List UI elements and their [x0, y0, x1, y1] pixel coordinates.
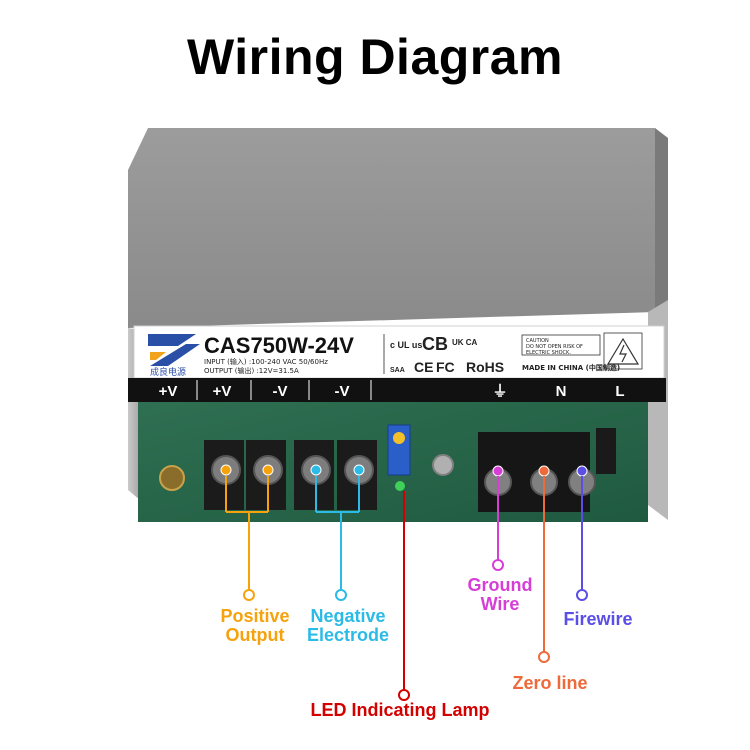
caution-line-2: ELECTRIC SHOCK.: [526, 350, 571, 356]
pcb-screw: [432, 454, 454, 476]
mounting-screw: [159, 465, 185, 491]
firewire-label: Firewire: [563, 609, 633, 629]
terminal-label-3: -V: [335, 383, 350, 400]
positive-output-label: Positive Output: [220, 606, 290, 645]
caution-title: CAUTION: [526, 338, 549, 344]
terminal-label-strip: [128, 378, 666, 402]
terminal-label-1: +V: [213, 383, 232, 400]
terminal-label-5: N: [556, 383, 567, 400]
terminal-labels: +V +V -V -V ⏚ N L: [159, 380, 625, 400]
dc-terminal-marker: [262, 464, 274, 476]
ce-mark: CE: [414, 359, 433, 375]
ac-terminal-marker: [576, 465, 588, 477]
led-lamp-label: LED Indicating Lamp: [310, 700, 490, 720]
ac-terminal-marker: [492, 465, 504, 477]
dc-terminal-marker: [353, 464, 365, 476]
model-number: CAS750W-24V: [204, 333, 354, 358]
ukca-mark: UK CA: [452, 338, 478, 347]
ac-terminal-marker: [538, 465, 550, 477]
caution-box: [521, 334, 601, 356]
ul-mark: c UL us: [390, 340, 422, 350]
ac-terminals: [484, 465, 596, 496]
fc-mark: FC: [436, 359, 455, 375]
connector-endpoint: [398, 689, 410, 701]
terminal-label-0: +V: [159, 383, 178, 400]
connector-lines: [225, 476, 588, 701]
negative-electrode-label: Negative Electrode: [306, 606, 390, 645]
ground-wire-label: Ground Wire: [467, 575, 533, 614]
connector-endpoint: [243, 589, 255, 601]
caution-line-1: DO NOT OPEN RISK OF: [526, 344, 583, 350]
terminal-label-2: -V: [273, 383, 288, 400]
rohs-mark: RoHS: [466, 359, 504, 375]
terminal-label-4: ⏚: [492, 383, 507, 400]
output-spec: OUTPUT (输出) :12V=31.5A: [204, 366, 299, 375]
case-right-side: [655, 128, 668, 312]
power-supply-unit: 成良电源 CAS750W-24V INPUT (输入) :100-240 VAC…: [128, 128, 668, 522]
made-in: MADE IN CHINA (中国制造): [522, 363, 620, 372]
fuse-holder: [596, 428, 616, 474]
saa-mark: SAA: [390, 367, 405, 374]
brand-name-cn: 成良电源: [150, 366, 186, 378]
terminal-label-6: L: [615, 383, 624, 400]
potentiometer-dial: [393, 432, 405, 444]
connector-endpoint: [492, 559, 504, 571]
led-indicator: [395, 481, 405, 491]
connector-endpoint: [538, 651, 550, 663]
page-title: Wiring Diagram: [186, 29, 564, 85]
case-top-cover: [128, 128, 655, 328]
input-spec: INPUT (输入) :100-240 VAC 50/60Hz: [204, 357, 328, 366]
cb-mark: CB: [422, 334, 448, 354]
certification-marks: c UL us CB UK CA SAA CE FC RoHS: [383, 334, 504, 375]
brand-logo-icon: [148, 334, 200, 366]
zero-line-label: Zero line: [512, 673, 588, 693]
connector-endpoint: [576, 589, 588, 601]
high-voltage-warning-icon: [603, 332, 643, 370]
dc-terminal-block: [204, 440, 377, 510]
dc-terminal-marker: [220, 464, 232, 476]
dc-terminal-marker: [310, 464, 322, 476]
connector-endpoint: [335, 589, 347, 601]
